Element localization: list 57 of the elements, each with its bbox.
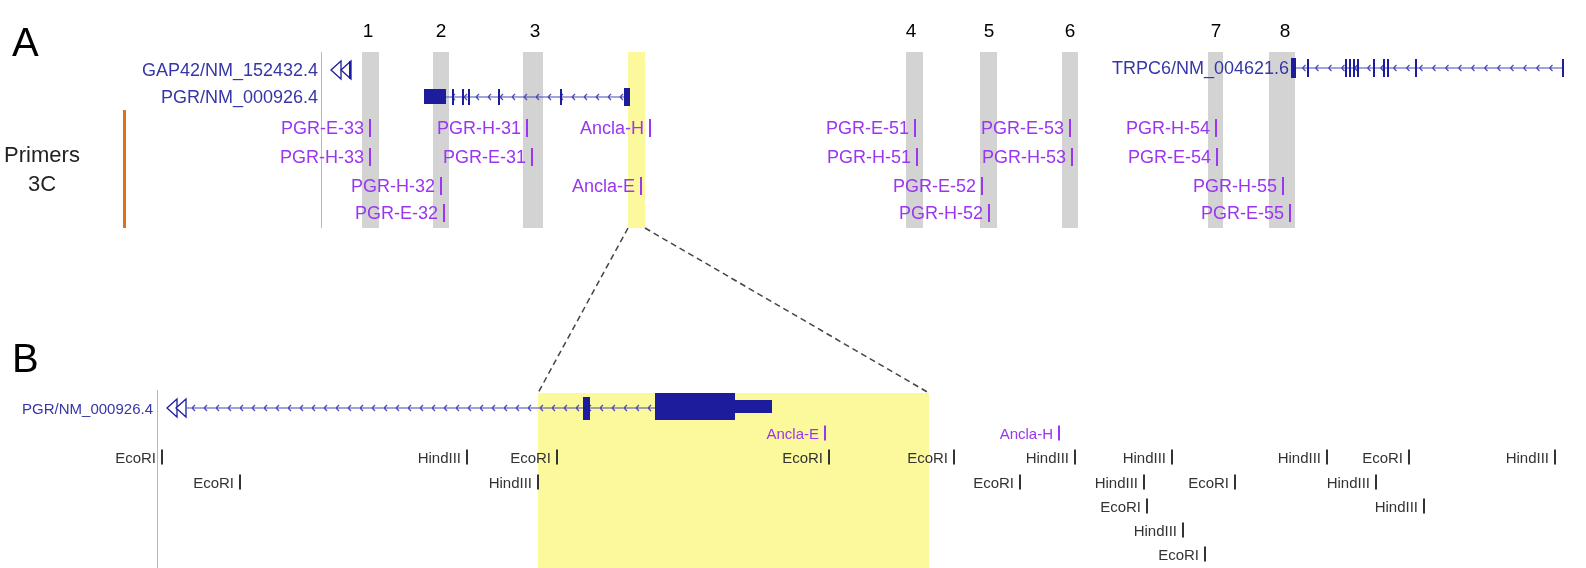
primer-label: PGR-E-55: [1200, 204, 1291, 222]
panel-letter: A: [12, 22, 39, 62]
primer-label: Ancla-E: [571, 177, 642, 195]
restriction-site-label: EcoRI: [1188, 474, 1236, 490]
restriction-site-label: HindIII: [1122, 449, 1173, 465]
primer-label: PGR-E-52: [892, 177, 983, 195]
primer-label: PGR-E-51: [825, 119, 916, 137]
restriction-site-label: HindIII: [417, 449, 468, 465]
primer-label: PGR-E-53: [980, 119, 1071, 137]
restriction-site-label: EcoRI: [1158, 546, 1206, 562]
restriction-site-label: HindIII: [1374, 498, 1425, 514]
primer-label: PGR-E-54: [1127, 148, 1218, 166]
track-label: Primers 3C: [3, 141, 81, 198]
restriction-site-label: HindIII: [1133, 522, 1184, 538]
primer-label: PGR-H-52: [899, 204, 990, 222]
region-number: 1: [362, 20, 374, 40]
zoom-guide-line: [537, 227, 629, 394]
restriction-site-label: EcoRI: [115, 449, 163, 465]
zoom-guide-line: [644, 227, 930, 394]
primer-label: PGR-H-54: [1126, 119, 1217, 137]
restriction-site-label: HindIII: [1505, 449, 1556, 465]
primer-label: PGR-E-32: [354, 204, 445, 222]
region-number: 6: [1064, 20, 1076, 40]
region-number: 2: [435, 20, 447, 40]
primer-label: PGR-H-32: [351, 177, 442, 195]
restriction-site-label: EcoRI: [193, 474, 241, 490]
region-number: 4: [905, 20, 917, 40]
primer-label: PGR-H-33: [280, 148, 371, 166]
gene-label: TRPC6/NM_004621.6: [1111, 59, 1289, 77]
restriction-site-label: EcoRI: [510, 449, 558, 465]
restriction-site-label: HindIII: [1326, 474, 1377, 490]
restriction-site-label: HindIII: [1094, 474, 1145, 490]
restriction-site-label: HindIII: [1025, 449, 1076, 465]
region-number: 3: [529, 20, 541, 40]
region-number: 5: [983, 20, 995, 40]
gene-label: PGR/NM_000926.4: [160, 88, 318, 106]
primer-label: Ancla-H: [579, 119, 651, 137]
primer-label: PGR-H-55: [1193, 177, 1284, 195]
restriction-site-label: EcoRI: [782, 449, 830, 465]
primer-label: Ancla-E: [766, 425, 826, 441]
restriction-site-label: EcoRI: [907, 449, 955, 465]
restriction-site-label: EcoRI: [1100, 498, 1148, 514]
primer-label: Ancla-H: [999, 425, 1060, 441]
primer-label: PGR-H-51: [827, 148, 918, 166]
region-number: 7: [1210, 20, 1222, 40]
gene-label: PGR/NM_000926.4: [22, 400, 153, 416]
primer-label: PGR-H-53: [982, 148, 1073, 166]
restriction-site-label: EcoRI: [1362, 449, 1410, 465]
gene-label: GAP42/NM_152432.4: [141, 61, 318, 79]
restriction-site-label: EcoRI: [973, 474, 1021, 490]
primer-label: PGR-H-31: [437, 119, 528, 137]
region-number: 8: [1279, 20, 1291, 40]
primer-label: PGR-E-31: [442, 148, 533, 166]
restriction-site-label: HindIII: [1277, 449, 1328, 465]
panel-letter: B: [12, 338, 39, 378]
restriction-site-label: HindIII: [488, 474, 539, 490]
primer-label: PGR-E-33: [280, 119, 371, 137]
